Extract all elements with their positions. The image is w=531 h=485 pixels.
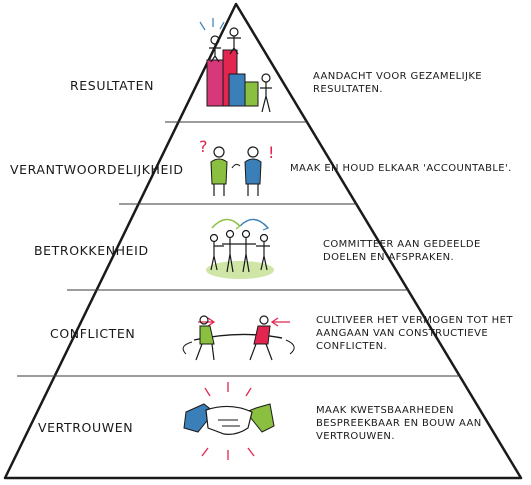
- svg-text:!: !: [268, 143, 274, 162]
- pyramid-outline: [3, 2, 523, 480]
- level-title: Betrokkenheid: [34, 243, 149, 258]
- level-title: Verantwoordelijkheid: [10, 162, 184, 177]
- circle-of-people-icon: [206, 218, 274, 279]
- tug-of-war-icon: [182, 315, 295, 361]
- level-title: Resultaten: [70, 78, 155, 93]
- podium-winners-icon: [199, 18, 272, 113]
- level-title: Vertrouwen: [38, 420, 134, 435]
- svg-text:?: ?: [199, 137, 208, 156]
- two-people-questioning-icon: ? !: [199, 137, 274, 196]
- level-description: Maak kwetsbaarheden bespreekbaar en bouw…: [316, 405, 482, 442]
- level-description: Cultiveer het vermogen tot het aangaan v…: [316, 315, 513, 352]
- level-title: Conflicten: [50, 326, 136, 341]
- level-description: Aandacht voor gezamelijke resultaten.: [313, 71, 483, 95]
- level-description: Committeer aan gedeelde doelen en afspra…: [323, 239, 481, 263]
- level-description: Maak en houd elkaar 'accountable'.: [290, 163, 512, 174]
- handshake-icon: [183, 382, 275, 460]
